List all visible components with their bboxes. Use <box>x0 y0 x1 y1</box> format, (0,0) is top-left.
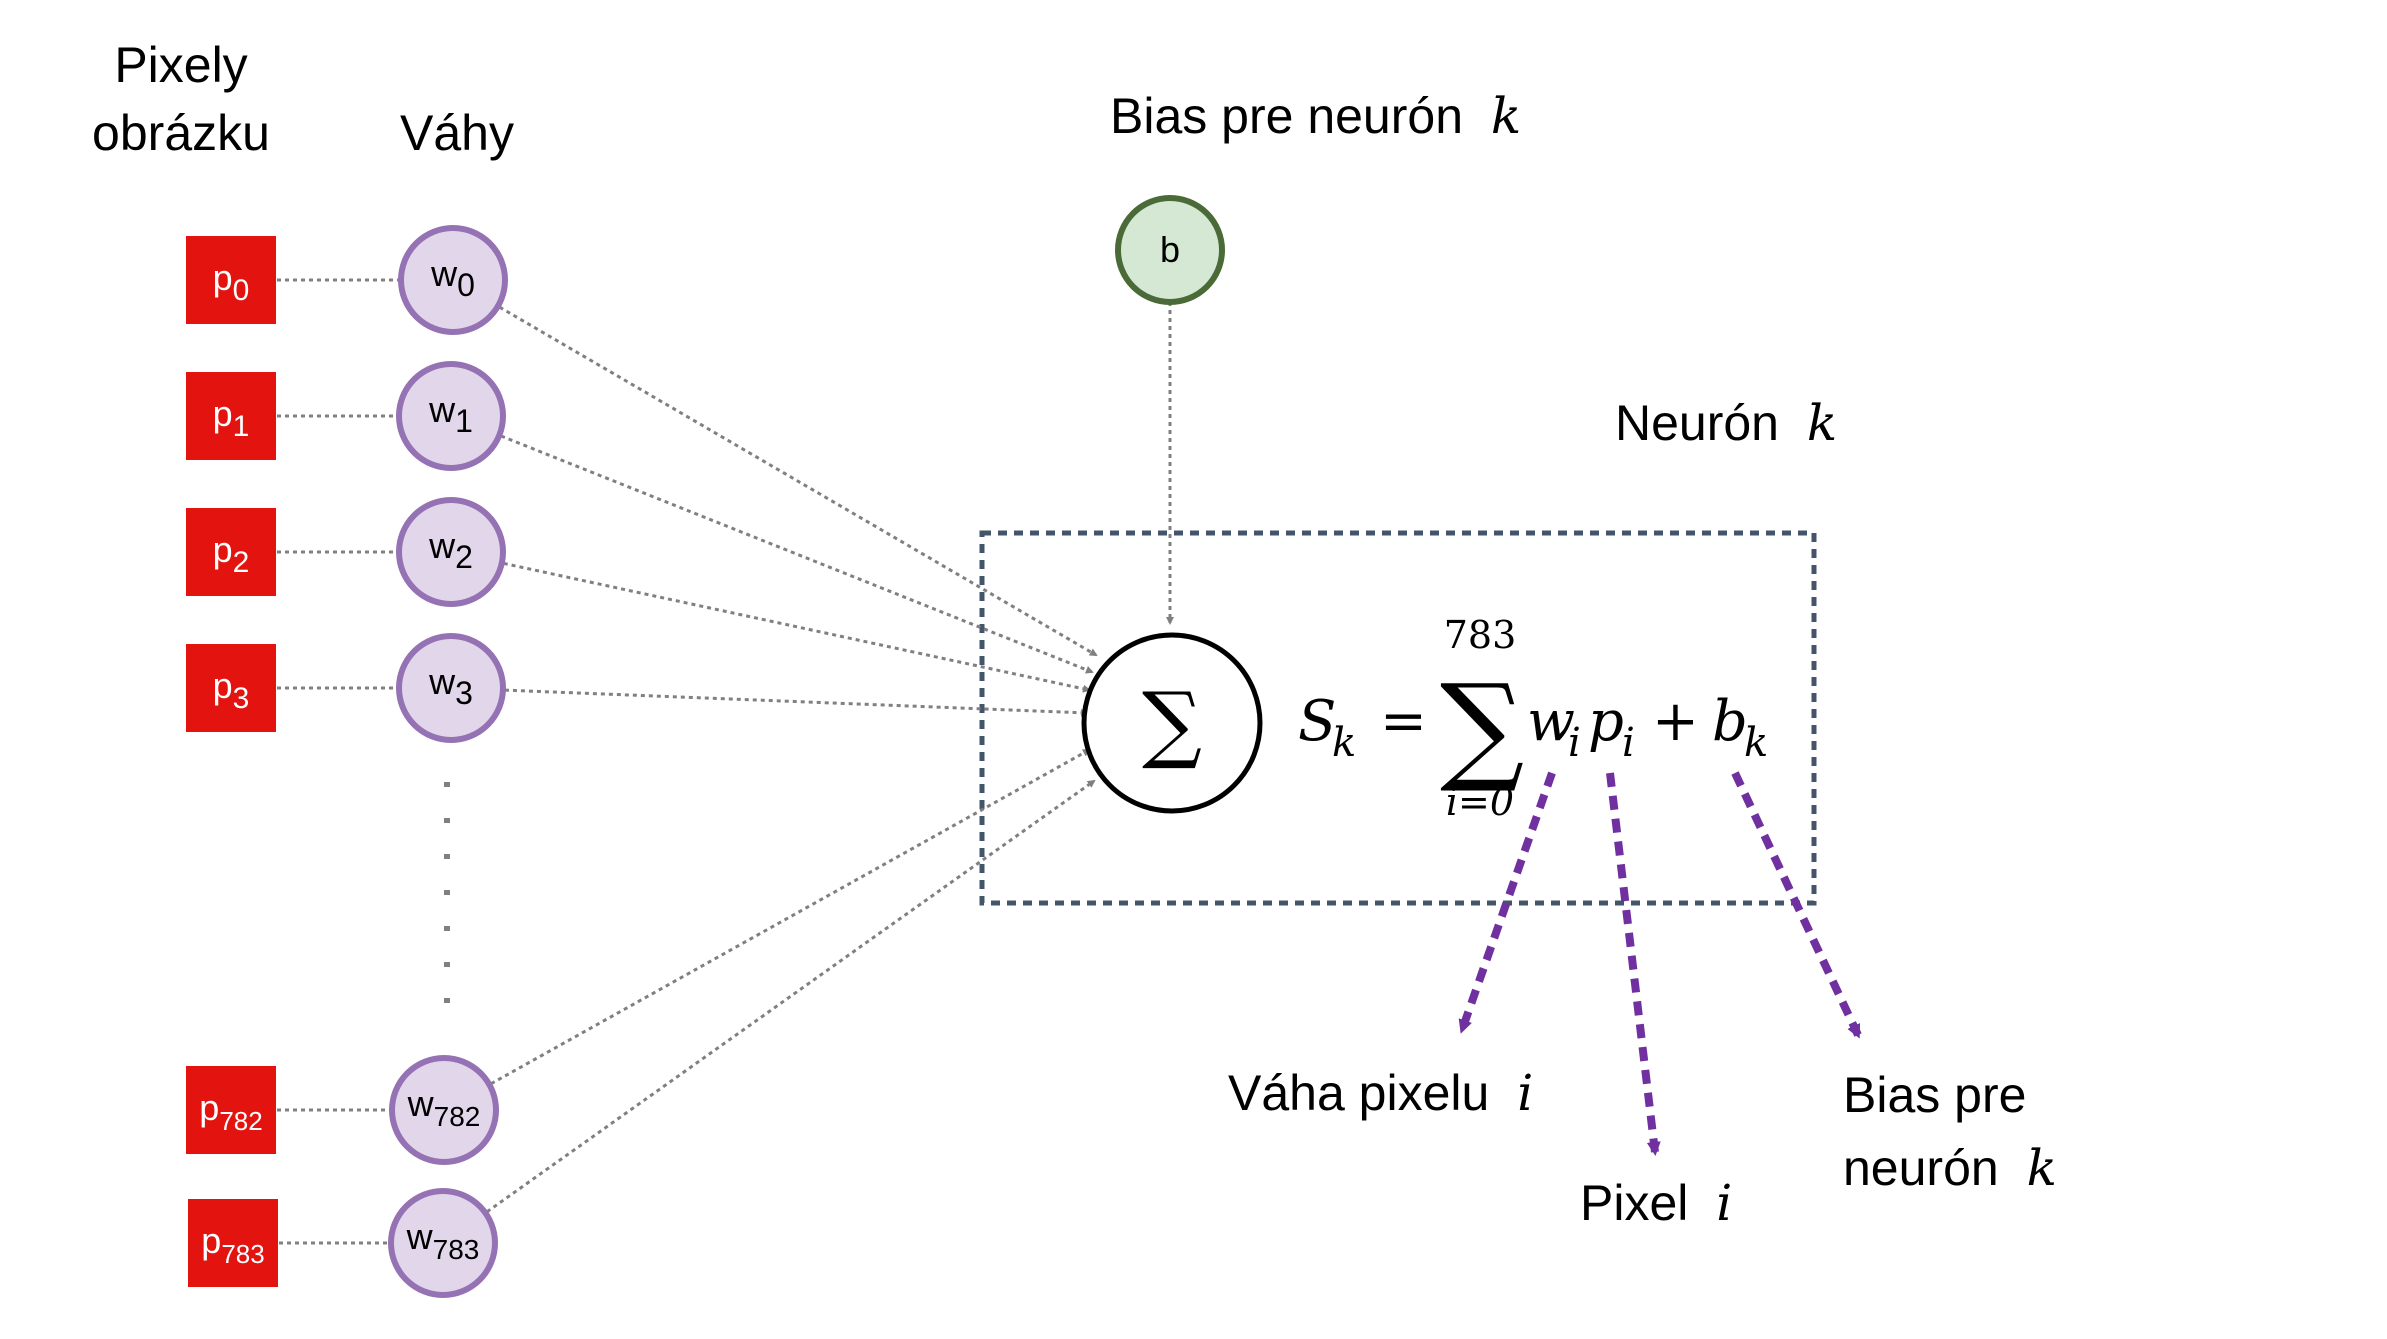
pixel-label: p783 <box>201 1220 264 1269</box>
pixel-annotation-arrow <box>1606 772 1661 1156</box>
weight-node <box>389 1055 499 1165</box>
weight-sum-connector <box>503 561 1091 693</box>
weight-node <box>388 1188 498 1298</box>
formula-sigma: ∑ <box>1440 658 1524 796</box>
weight-index: 0 <box>457 267 475 303</box>
weight-label: w783 <box>406 1216 480 1265</box>
neuron-header: Neurón k <box>1615 394 1837 452</box>
formula-upper-bound: 783 <box>1444 613 1517 657</box>
pixel-index: 0 <box>233 274 250 307</box>
pixel-letter: p <box>213 529 233 570</box>
weight-index: 1 <box>455 403 473 439</box>
weight-index: 782 <box>434 1101 481 1132</box>
weight-node <box>396 361 506 471</box>
pixel-label: p2 <box>213 529 250 579</box>
bias-annotation-line2: neurón k <box>1843 1139 2057 1197</box>
pixel-letter: p <box>213 665 233 706</box>
bias-node <box>1115 195 1225 305</box>
weight-index: 2 <box>455 539 473 575</box>
weight-letter: w <box>428 389 456 430</box>
pixel-index: 2 <box>233 546 250 579</box>
weight-index: 783 <box>433 1234 480 1265</box>
bias-header-text: Bias pre neurón <box>1110 88 1463 144</box>
pixel-letter: p <box>213 257 233 298</box>
weight-label: w782 <box>407 1083 481 1132</box>
weight-sum-connector <box>498 305 1098 657</box>
weights-header: Váhy <box>400 105 514 161</box>
weight-letter: w <box>428 525 456 566</box>
bias-annotation-var: k <box>2027 1139 2057 1197</box>
weight-sum-connector <box>490 748 1091 1085</box>
formula-b: b <box>1712 689 1748 754</box>
weight-annotation: Váha pixelu i <box>1228 1064 1533 1122</box>
pixel-index: 3 <box>233 682 250 715</box>
bias-header: Bias pre neurón k <box>1110 87 1521 145</box>
pixel-box <box>186 1066 276 1154</box>
bias-header-var: k <box>1491 87 1521 145</box>
bias-annotation-line2-text: neurón <box>1843 1140 1999 1196</box>
formula-b-sub: k <box>1744 720 1768 766</box>
neuron-header-text: Neurón <box>1615 395 1779 451</box>
weight-annotation-var: i <box>1517 1064 1533 1122</box>
connectors <box>277 278 1098 1245</box>
weight-node <box>396 497 506 607</box>
weight-letter: w <box>430 253 458 294</box>
pixel-letter: p <box>199 1087 219 1128</box>
weight-letter: w <box>406 1216 434 1257</box>
formula: S k = ∑ 783 i=0 w i p i + b k <box>1298 613 1768 824</box>
formula-lhs-sub: k <box>1332 720 1356 766</box>
sum-node <box>1081 632 1263 814</box>
weight-letter: w <box>428 661 456 702</box>
weight-label: w3 <box>428 661 473 711</box>
weight-sum-connector <box>486 779 1096 1213</box>
pixel-index: 782 <box>219 1106 262 1136</box>
pixel-box <box>186 372 276 460</box>
weight-label: w2 <box>428 525 473 575</box>
pixel-index: 783 <box>221 1239 264 1269</box>
neuron-header-var: k <box>1807 394 1837 452</box>
neuron-box <box>979 530 1817 906</box>
sum-symbol: ∑ <box>1142 674 1202 772</box>
formula-plus: + <box>1652 689 1699 754</box>
bias-annotation-arrow <box>1731 771 1862 1039</box>
pixel-label: p3 <box>213 665 250 715</box>
weight-label: w1 <box>428 389 473 439</box>
pixel-label: p0 <box>213 257 250 307</box>
pixel-annotation: Pixel i <box>1580 1174 1732 1232</box>
formula-p: p <box>1588 689 1624 754</box>
pixel-letter: p <box>201 1220 221 1261</box>
formula-p-sub: i <box>1622 720 1635 766</box>
weight-annotation-text: Váha pixelu <box>1228 1065 1489 1121</box>
formula-w-sub: i <box>1568 720 1581 766</box>
pixel-box <box>186 508 276 596</box>
weight-node <box>398 225 508 335</box>
pixel-annotation-text: Pixel <box>1580 1175 1688 1231</box>
formula-w: w <box>1527 689 1575 754</box>
bias-annotation-line1: Bias pre <box>1843 1067 2026 1123</box>
pixel-box <box>186 644 276 732</box>
pixel-index: 1 <box>233 410 250 443</box>
weight-letter: w <box>407 1083 435 1124</box>
bias-node-label: b <box>1160 229 1180 270</box>
weight-index: 3 <box>455 675 473 711</box>
pixel-label: p1 <box>213 393 250 443</box>
weight-node <box>396 633 506 743</box>
pixels-header-line1: Pixely <box>114 37 247 93</box>
pixel-box <box>186 236 276 324</box>
pixels-header-line2: obrázku <box>92 105 270 161</box>
pixel-letter: p <box>213 393 233 434</box>
weight-sum-connector <box>500 434 1094 674</box>
formula-lower-bound: i=0 <box>1446 780 1514 824</box>
pixel-box <box>188 1199 278 1287</box>
formula-equals: = <box>1380 689 1427 754</box>
pixel-label: p782 <box>199 1087 262 1136</box>
weight-sum-connector <box>504 688 1089 717</box>
pixel-annotation-var: i <box>1716 1174 1732 1232</box>
formula-lhs: S <box>1298 689 1336 754</box>
weight-label: w0 <box>430 253 475 303</box>
